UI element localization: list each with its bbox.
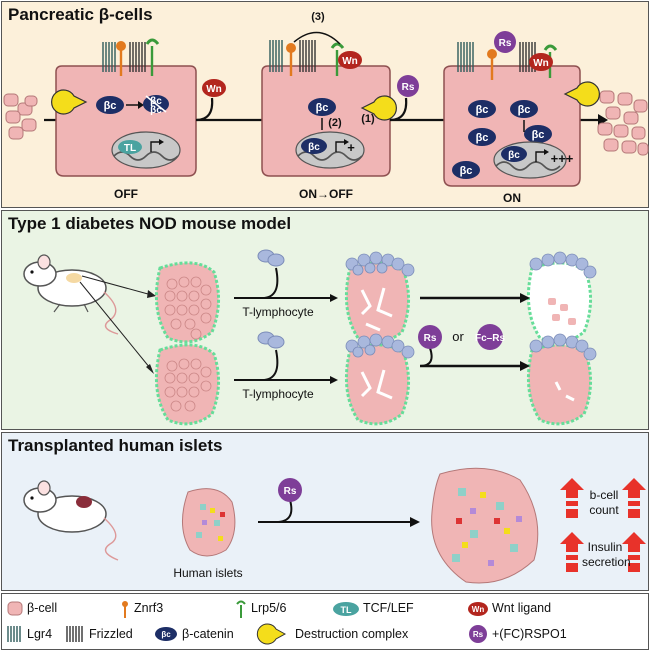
step-label-1: (1) [361, 113, 375, 125]
lrp-icon [236, 600, 246, 618]
t-lymphocyte-label: T-lymphocyte [242, 387, 314, 401]
rspo-badge: Rs [284, 486, 297, 497]
wnt-badge: Wn [533, 58, 549, 69]
catenin-icon-text: βc [161, 630, 171, 639]
t-lymphocyte-label: T-lymphocyte [242, 305, 314, 319]
state-on-off: ON→OFF [299, 187, 353, 201]
legend-wnt: Wnt ligand [492, 601, 552, 615]
catenin-badge: βc [104, 100, 117, 112]
islet-infiltrated-bottom [344, 333, 415, 426]
wnt-badge: Wn [342, 56, 358, 67]
state-on: ON [503, 191, 521, 205]
beta-cell-icon [7, 601, 23, 616]
panel3-illustration: Human islets Rs [23, 467, 648, 584]
legend-destruction: Destruction complex [295, 627, 409, 641]
human-islets-small [182, 488, 236, 557]
catenin-badge: βc [316, 102, 329, 114]
islet-healthy-bottom [154, 343, 220, 426]
panel1-illustration: βc βc βc TL Wn Wn βc βc + Rs Rs Wn βc βc… [3, 11, 649, 205]
step-label-2: (2) [328, 117, 342, 129]
outcome-insulin-secretion: Insulin secretion [582, 540, 631, 569]
rspo-icon [469, 625, 487, 643]
legend-catenin: β-catenin [182, 627, 234, 641]
cell-on-off [261, 31, 397, 177]
catenin-badge: βc [460, 165, 473, 177]
znrf3-icon [122, 601, 128, 618]
frizzled-icon [66, 626, 83, 642]
beta-cells-right [597, 90, 649, 156]
islet-infiltrated-top [344, 251, 415, 344]
human-islets-large [431, 467, 539, 584]
legend-lrp: Lrp5/6 [251, 601, 287, 615]
islet-protected [526, 333, 597, 426]
catenin-badge: βc [476, 104, 489, 116]
wnt-icon [468, 602, 488, 616]
rspo-badge: Rs [499, 38, 512, 49]
legend-beta-cell: β-cell [27, 601, 58, 615]
legend-frizzled: Frizzled [89, 627, 133, 641]
panel-title: Type 1 diabetes NOD mouse model [8, 214, 292, 233]
catenin-icon [155, 627, 177, 641]
t-lymphocyte-top [257, 249, 285, 267]
rspo-icon-text: Rs [473, 630, 484, 639]
catenin-badge: βc [150, 105, 162, 116]
legend-icons: TL Wn βc Rs [7, 600, 488, 645]
catenin-badge: βc [508, 150, 520, 161]
tcf-badge: TL [124, 143, 136, 154]
panel2-illustration: T-lymphocyte T-lymphocyte Rs or Fc–Rs [23, 249, 597, 426]
wnt-badge: Wn [206, 84, 222, 95]
panel-title: Transplanted human islets [8, 436, 223, 455]
human-islets-label: Human islets [173, 566, 242, 580]
plus-signs: +++ [551, 151, 574, 166]
legend-lgr4: Lgr4 [27, 627, 53, 641]
mouse-icon [23, 480, 119, 561]
legend-tcf: TCF/LEF [363, 601, 414, 615]
outcome-beta-cell-count: b-cell count [589, 488, 619, 517]
catenin-badge: βc [518, 104, 531, 116]
islet-destroyed [526, 251, 597, 344]
or-label: or [452, 329, 464, 344]
catenin-badge: βc [308, 142, 320, 153]
fc-rspo-badge: Fc–Rs [475, 333, 505, 344]
tcf-icon [333, 602, 359, 616]
state-off: OFF [114, 187, 138, 201]
wnt-icon-text: Wn [472, 605, 485, 614]
rspo-badge: Rs [424, 333, 437, 344]
legend-rspo: +(FC)RSPO1 [492, 627, 567, 641]
panel-transplanted-islets: Transplanted human islets [1, 432, 649, 591]
panel-title: Pancreatic β-cells [8, 5, 153, 24]
catenin-badge: βc [532, 129, 545, 141]
islet-healthy-top [154, 261, 220, 344]
cell-on [443, 31, 600, 187]
rspo-badge: Rs [402, 82, 415, 93]
t-lymphocyte-bottom [257, 331, 285, 349]
legend [1, 593, 649, 650]
step-label-3: (3) [311, 11, 325, 23]
catenin-badge: βc [476, 132, 489, 144]
lgr4-icon [7, 626, 21, 642]
plus-sign: + [347, 140, 355, 155]
catenin-badge: βc [150, 96, 162, 107]
destruction-icon [256, 623, 287, 645]
tcf-icon-text: TL [341, 605, 352, 615]
legend-znrf3: Znrf3 [134, 601, 164, 615]
mouse-icon [23, 254, 119, 335]
beta-cells-left [3, 93, 38, 140]
cell-off [51, 38, 197, 177]
